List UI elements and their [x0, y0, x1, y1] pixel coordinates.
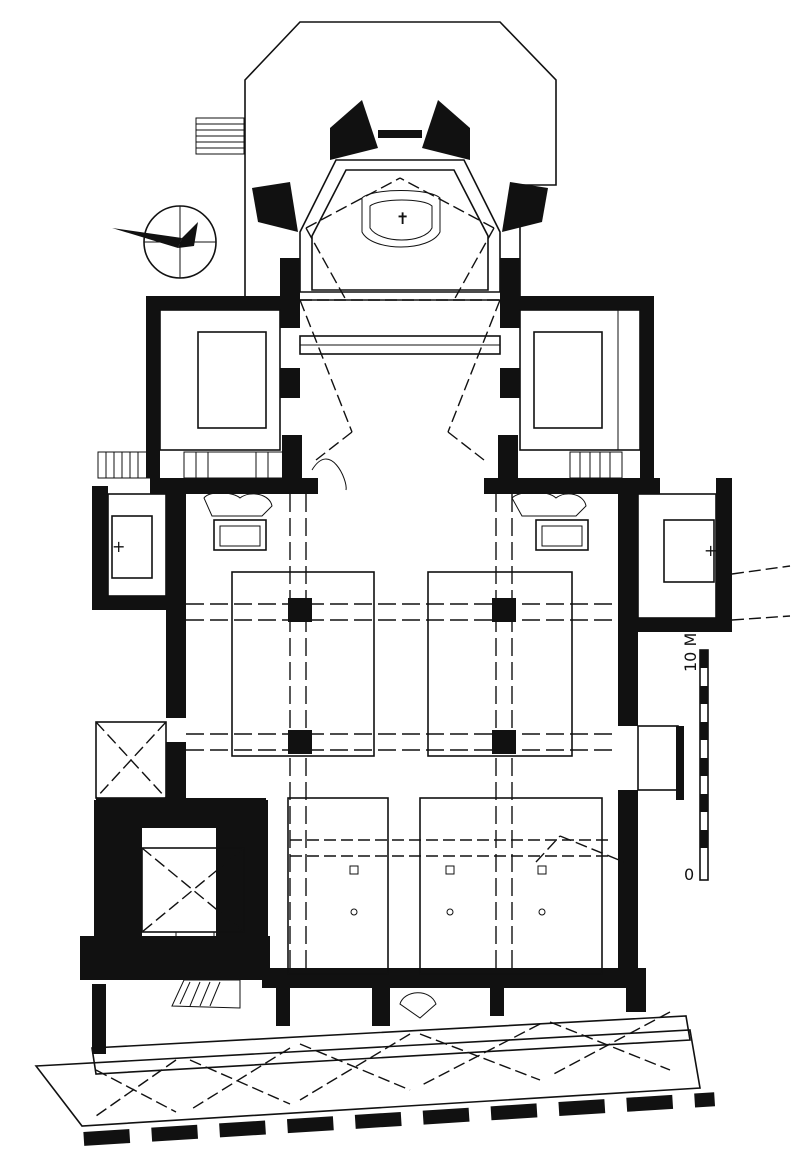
nave-piers: [288, 598, 547, 916]
scale-start-label: 0: [684, 865, 694, 884]
side-altars: [203, 491, 589, 551]
svg-text:✝: ✝: [396, 209, 409, 228]
east-bay: [637, 725, 684, 800]
stairs-south: [171, 979, 437, 1019]
south-arcade: [34, 968, 701, 1127]
tower: [80, 800, 270, 980]
site-outline: [244, 21, 557, 301]
stairs-transept: [97, 451, 623, 479]
nave-walls: [150, 478, 660, 988]
north-arrow: [112, 205, 217, 279]
south-colonnade: [83, 1092, 716, 1146]
svg-text:+: +: [112, 537, 125, 556]
chapel-west: +: [92, 486, 186, 610]
sacristy-east: [519, 296, 654, 478]
scale-end-label: 10 M: [681, 633, 700, 672]
presbytery: [280, 258, 520, 493]
nave-vaults: [231, 571, 603, 975]
chapel-east: +: [637, 478, 791, 632]
exterior-stair-north: [195, 117, 245, 155]
sacristy-west: [146, 296, 281, 478]
svg-text:+: +: [704, 541, 717, 560]
scale-bar: 0 10 M: [681, 633, 709, 884]
